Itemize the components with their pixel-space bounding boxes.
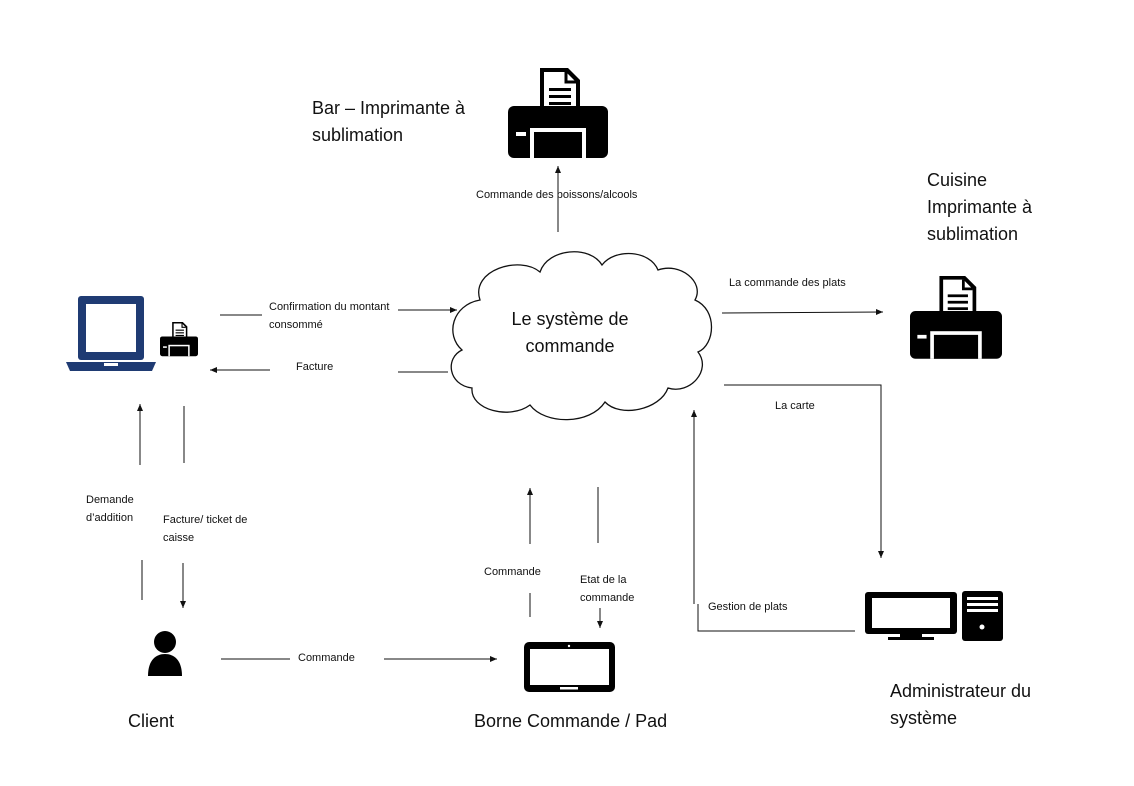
kiosk-label: Borne Commande / Pad bbox=[474, 711, 668, 731]
edge-label-invoice: Facture bbox=[296, 361, 334, 373]
admin-label: Administrateur du système bbox=[890, 681, 1032, 728]
person-icon bbox=[148, 631, 182, 676]
system-label: Le système de commande bbox=[511, 309, 629, 356]
monitor-icon bbox=[865, 592, 957, 640]
edge-label-menu: La carte bbox=[775, 400, 815, 412]
kitchen-printer-icon bbox=[908, 274, 1004, 361]
edge-label-client-order: Commande bbox=[298, 652, 355, 664]
edge-label-kiosk-order: Commande bbox=[484, 566, 541, 578]
tablet-icon bbox=[524, 642, 615, 692]
edge-label-dish-management: Gestion de plats bbox=[708, 601, 788, 613]
bar-printer-icon bbox=[506, 66, 610, 160]
pos-printer-icon bbox=[159, 321, 199, 357]
bar-printer-label: Bar – Imprimante à sublimation bbox=[312, 98, 466, 145]
kitchen-printer-label: Cuisine Imprimante à sublimation bbox=[927, 170, 1033, 244]
edge-label-order-status: Etat de la commande bbox=[580, 574, 635, 604]
edge-label-dishes-order: La commande des plats bbox=[729, 277, 846, 289]
client-label: Client bbox=[128, 711, 175, 731]
edge-label-bill-request: Demande d’addition bbox=[86, 494, 134, 524]
edge-dish-management bbox=[697, 604, 855, 632]
edge-label-invoice-receipt: Facture/ ticket de caisse bbox=[163, 514, 248, 544]
edge-menu bbox=[724, 384, 884, 558]
desktop-tower-icon bbox=[962, 591, 1003, 641]
edge-label-drinks-order: Commande des boissons/alcools bbox=[476, 189, 638, 201]
edge-dishes-order bbox=[721, 309, 884, 316]
edge-label-amount-confirmation: Confirmation du montant consommé bbox=[269, 301, 390, 331]
system-cloud bbox=[450, 251, 712, 421]
laptop-icon bbox=[66, 296, 156, 371]
